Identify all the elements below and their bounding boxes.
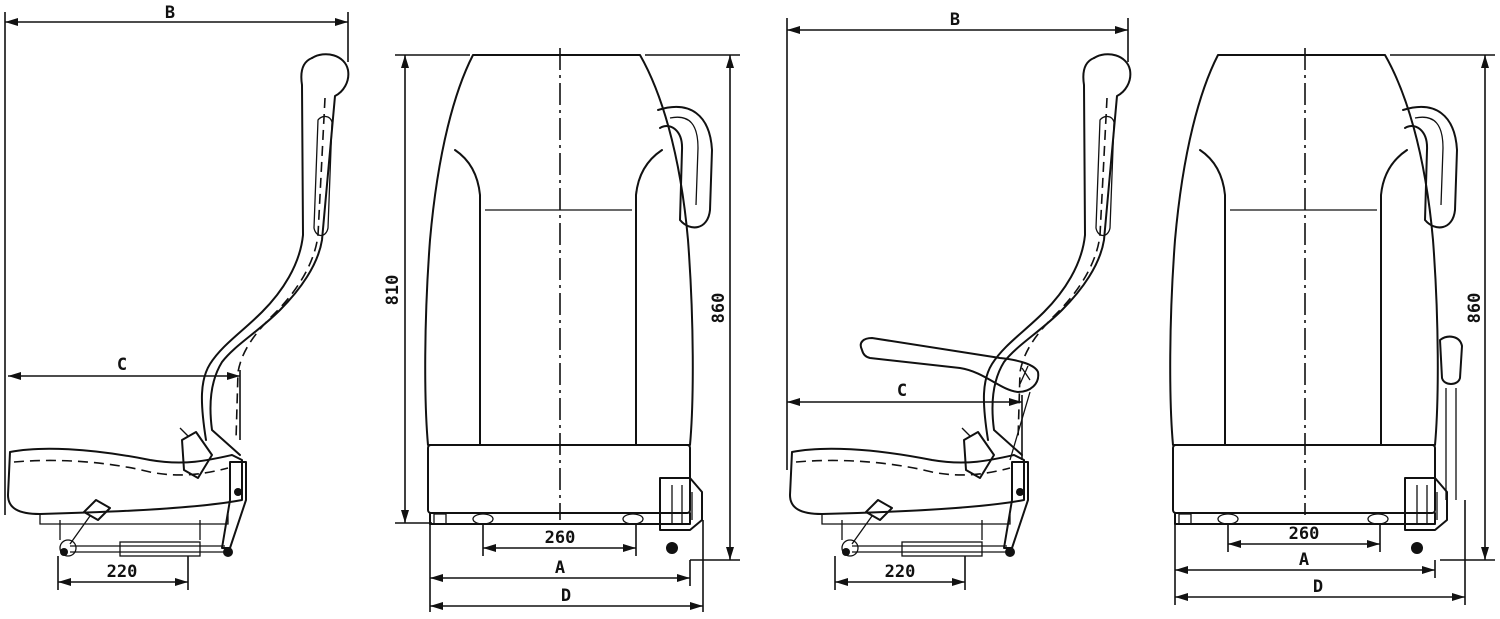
view-side-left: B C 220 <box>4 3 350 590</box>
dim-220-label-2: 220 <box>885 562 916 582</box>
dim-260-label: 260 <box>545 528 576 548</box>
dim-a-label-2: A <box>1299 550 1309 570</box>
view-front-right: 860 260 A D <box>1169 48 1495 605</box>
dim-d-label-2: D <box>1313 577 1323 597</box>
dim-c-label-2: C <box>897 381 907 401</box>
dim-a-label: A <box>555 558 565 578</box>
dim-260-label-2: 260 <box>1289 524 1320 544</box>
armrest-knob <box>1439 335 1463 385</box>
dim-860-label: 860 <box>709 293 729 324</box>
view-side-right: B C 220 <box>786 10 1132 590</box>
dim-860-label-2: 860 <box>1465 293 1485 324</box>
dim-b-label: B <box>165 3 175 23</box>
dim-d-label: D <box>561 586 571 606</box>
view-front-left: 810 860 260 A D <box>383 48 740 612</box>
armrest <box>859 337 1040 393</box>
dim-810-label: 810 <box>383 275 403 306</box>
dim-220-label: 220 <box>107 562 138 582</box>
dim-b-label-2: B <box>950 10 960 30</box>
dim-c-label: C <box>117 355 127 375</box>
